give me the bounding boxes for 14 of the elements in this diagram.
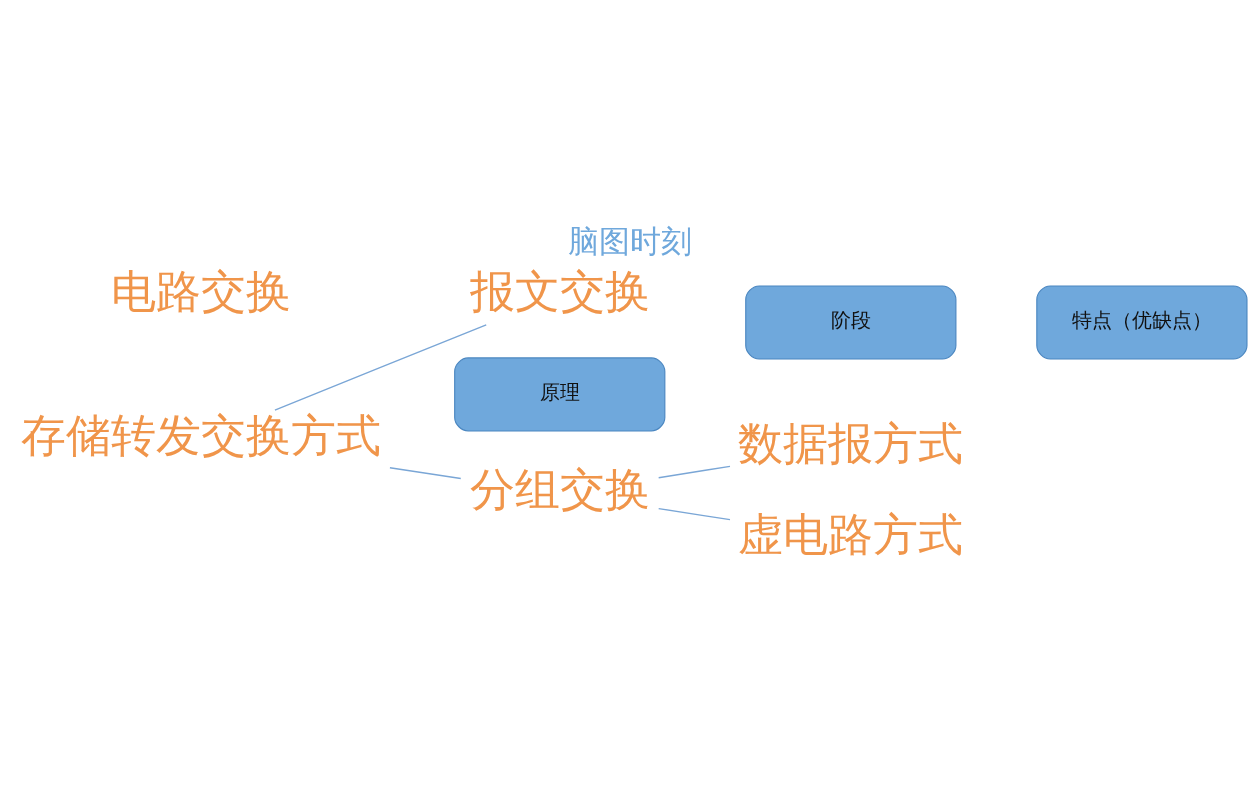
node-box: 特点（优缺点） xyxy=(1036,284,1248,360)
node-box: 阶段 xyxy=(745,284,957,360)
connector xyxy=(658,465,731,478)
node-text: 报文交换 xyxy=(469,264,650,318)
node-text: 分组交换 xyxy=(469,462,650,516)
connector xyxy=(389,466,462,479)
connector xyxy=(274,323,487,411)
node-text: 存储转发交换方式 xyxy=(21,408,382,462)
node-text: 电路交换 xyxy=(111,264,292,318)
node-text: 数据报方式 xyxy=(738,416,964,469)
connector xyxy=(658,507,731,520)
node-text: 虚电路方式 xyxy=(738,507,964,561)
node-box: 原理 xyxy=(454,356,666,431)
diagram-title: 脑图时刻 xyxy=(568,222,692,259)
